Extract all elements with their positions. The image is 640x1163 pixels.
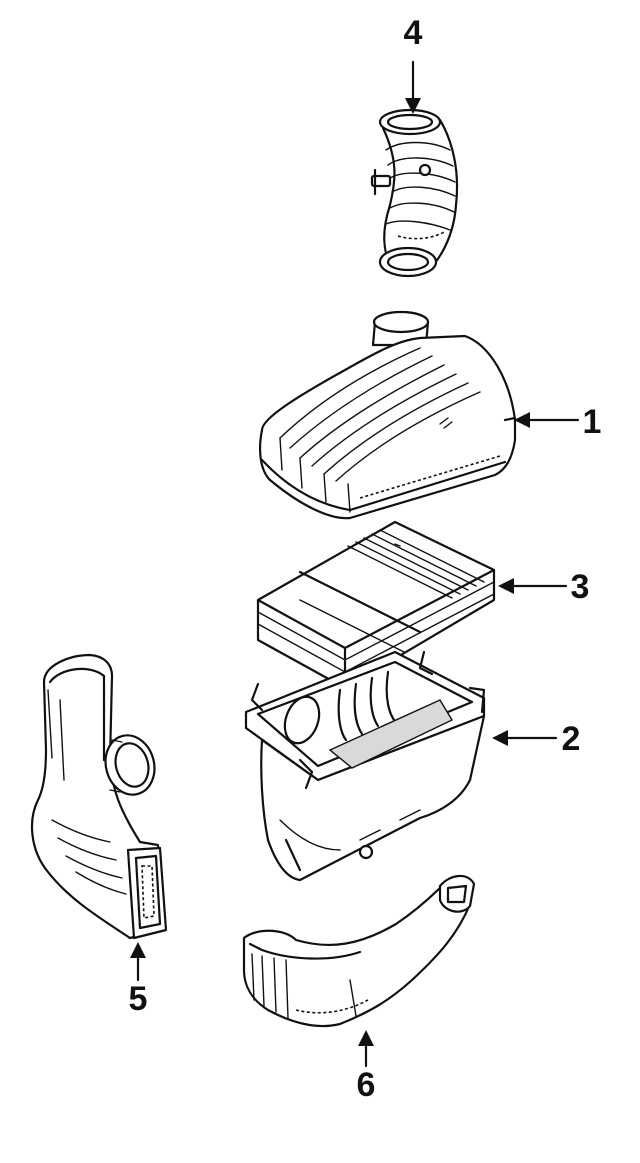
part-4-intake-hose [370, 108, 459, 278]
part-2-air-cleaner-housing [244, 650, 486, 882]
callout-6: 6 [357, 1066, 376, 1104]
callout-3: 3 [571, 568, 590, 606]
callout-2: 2 [562, 720, 581, 758]
part-6-lower-air-duct [242, 874, 476, 1028]
part-1-air-cleaner-cover [259, 310, 517, 520]
callout-leaders [130, 60, 580, 1068]
callout-1: 1 [583, 403, 602, 441]
callout-4: 4 [404, 14, 423, 52]
part-3-air-filter-element [256, 520, 496, 690]
part-5-outer-air-duct [31, 653, 168, 940]
callout-5: 5 [129, 980, 148, 1018]
